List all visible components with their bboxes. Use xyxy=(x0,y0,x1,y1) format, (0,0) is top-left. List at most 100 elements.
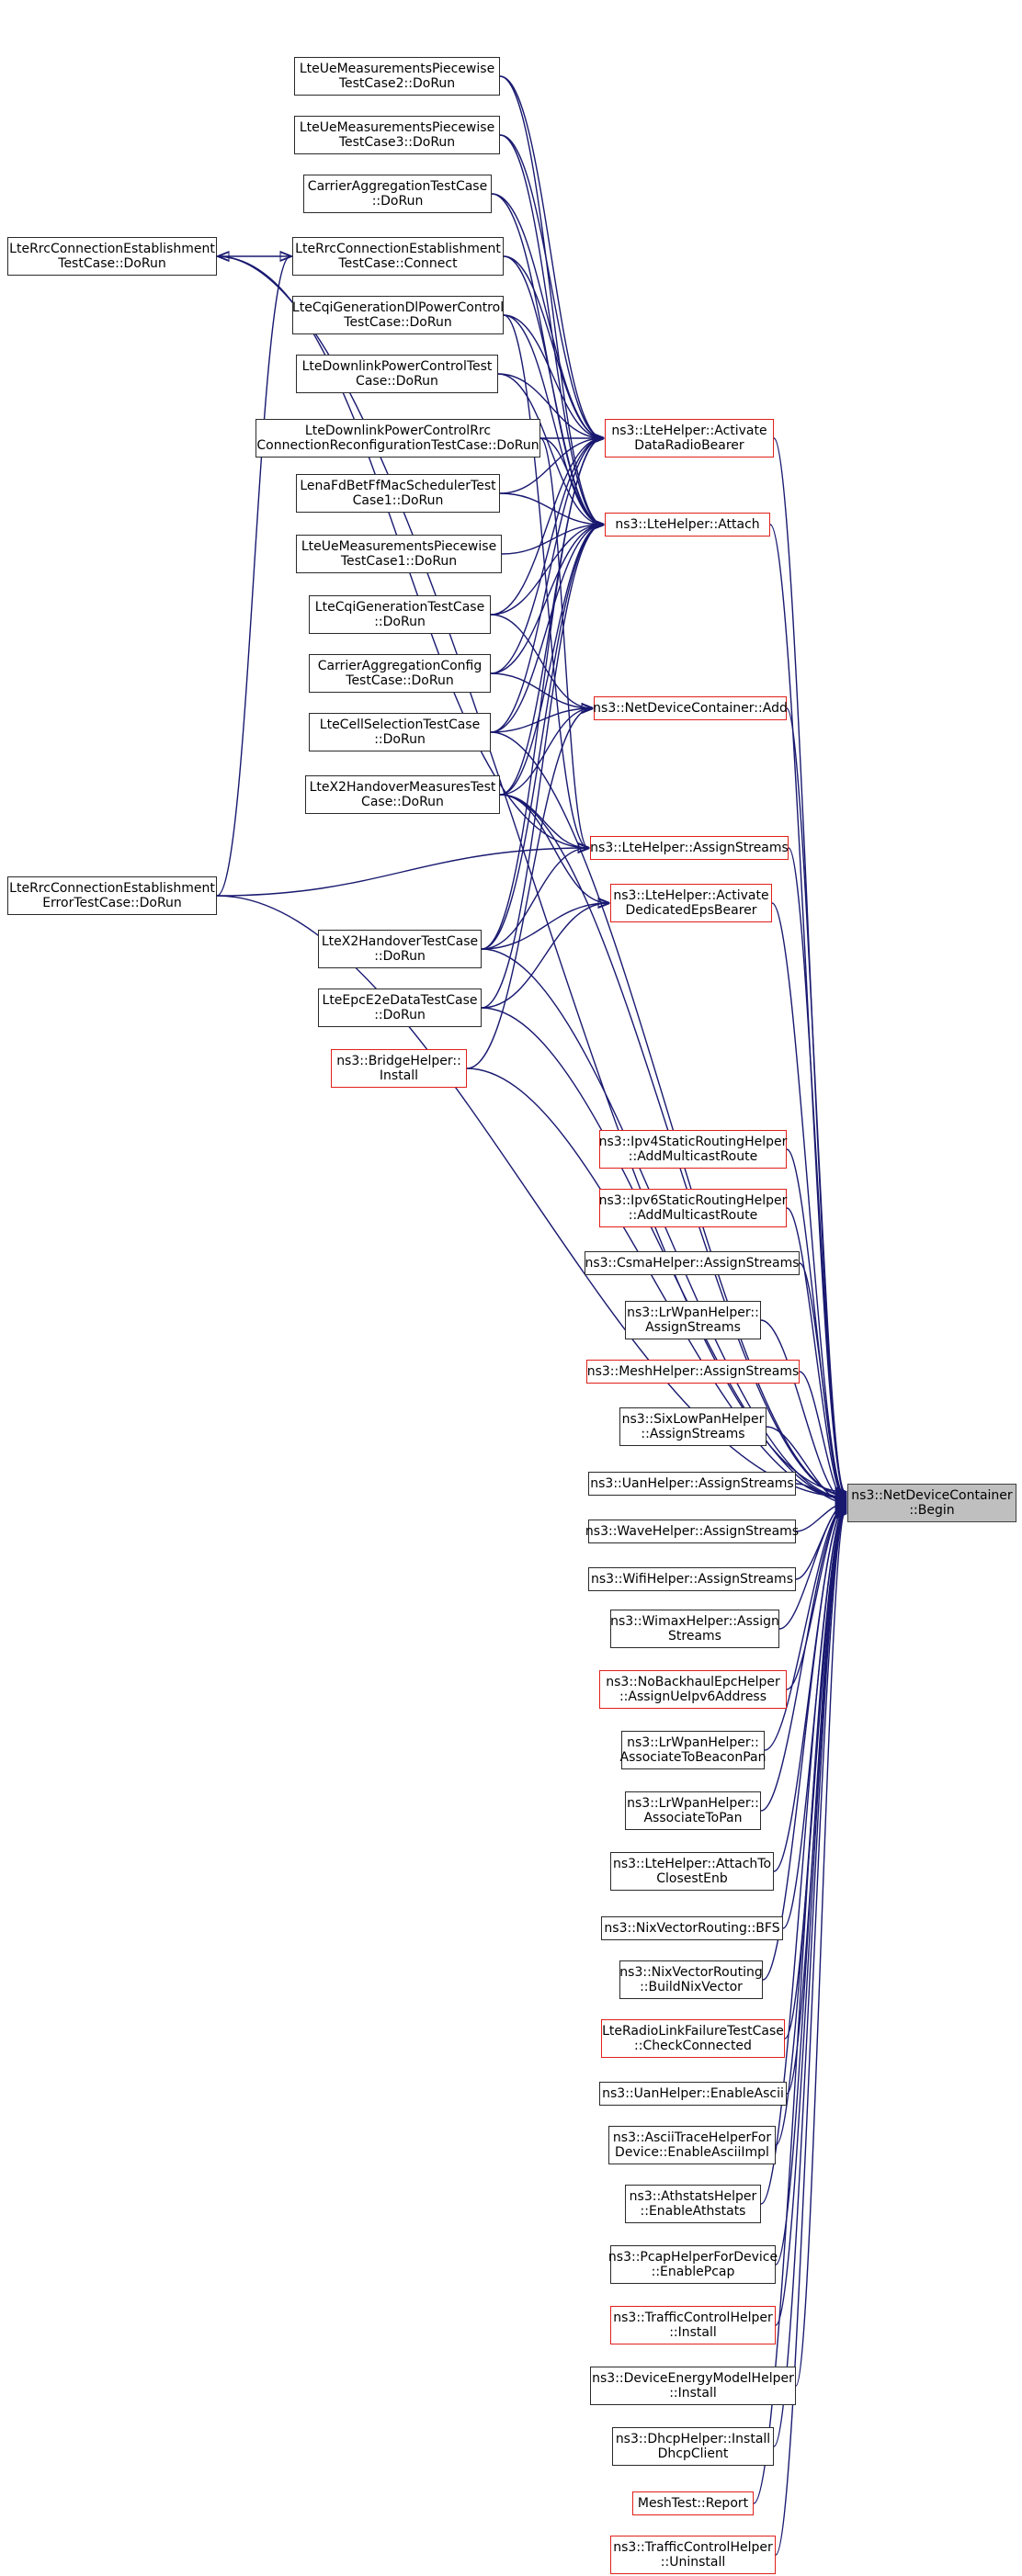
node-uanAscii[interactable]: ns3::UanHelper::EnableAscii xyxy=(599,2082,787,2106)
edge-rrcC-to-adrb xyxy=(503,255,603,438)
node-label-line: LteRrcConnectionEstablishment xyxy=(9,242,215,256)
node-bfs[interactable]: ns3::NixVectorRouting::BFS xyxy=(601,1916,783,1940)
node-label-line: ns3::UanHelper::EnableAscii xyxy=(602,2086,784,2101)
node-target[interactable]: ns3::NetDeviceContainer::Begin xyxy=(847,1484,1016,1522)
edge-lena-to-attach xyxy=(499,492,603,525)
node-uan[interactable]: ns3::UanHelper::AssignStreams xyxy=(588,1472,796,1496)
node-label-line: LteRrcConnectionEstablishment xyxy=(295,242,501,256)
node-label-line: Device::EnableAsciiImpl xyxy=(615,2145,769,2160)
node-label-line: TestCase::Connect xyxy=(338,256,458,271)
node-label-line: ns3::LrWpanHelper:: xyxy=(627,1796,759,1811)
node-label-line: ns3::TrafficControlHelper xyxy=(613,2310,773,2325)
node-pcap[interactable]: ns3::PcapHelperForDevice::EnablePcap xyxy=(608,2245,778,2284)
node-label-line: ::DoRun xyxy=(374,1008,426,1022)
node-csma[interactable]: ns3::CsmaHelper::AssignStreams xyxy=(585,1251,800,1275)
edge-lrAS-to-target xyxy=(760,1319,846,1501)
node-label-line: LteDownlinkPowerControlTest xyxy=(301,359,493,374)
node-ipv6[interactable]: ns3::Ipv6StaticRoutingHelper::AddMultica… xyxy=(599,1189,787,1227)
node-attach[interactable]: ns3::LteHelper::Attach xyxy=(605,513,770,537)
node-wave[interactable]: ns3::WaveHelper::AssignStreams xyxy=(585,1520,799,1543)
node-label-line: ns3::NetDeviceContainer xyxy=(851,1488,1013,1503)
node-label-line: LteX2HandoverTestCase xyxy=(321,934,479,949)
node-dem[interactable]: ns3::DeviceEnergyModelHelper::Install xyxy=(590,2367,796,2405)
edge-bridge-to-ndcAdd xyxy=(466,708,592,1069)
node-label-line: LteCqiGenerationDlPowerControl xyxy=(291,300,505,315)
node-epc[interactable]: LteEpcE2eDataTestCase::DoRun xyxy=(318,989,482,1027)
node-tcU[interactable]: ns3::TrafficControlHelper::Uninstall xyxy=(610,2536,776,2574)
node-lrAS[interactable]: ns3::LrWpanHelper::AssignStreams xyxy=(625,1301,761,1339)
node-cat[interactable]: CarrierAggregationTestCase::DoRun xyxy=(303,175,492,213)
node-lrBP[interactable]: ns3::LrWpanHelper::AssociateToBeaconPan xyxy=(620,1731,766,1769)
edge-s1-to-attach xyxy=(501,525,603,555)
node-label-line: LteRrcConnectionEstablishment xyxy=(9,881,215,896)
node-label-line: LteRadioLinkFailureTestCase xyxy=(602,2024,784,2039)
node-label-line: ns3::LteHelper::AssignStreams xyxy=(590,841,789,855)
node-lteAS[interactable]: ns3::LteHelper::AssignStreams xyxy=(590,836,789,860)
node-label-line: TestCase2::DoRun xyxy=(338,76,456,91)
node-label-line: ns3::CsmaHelper::AssignStreams xyxy=(585,1256,800,1271)
node-mesh[interactable]: ns3::MeshHelper::AssignStreams xyxy=(586,1360,800,1384)
node-label-line: ::Install xyxy=(669,2386,717,2401)
node-nix[interactable]: ns3::NixVectorRouting::BuildNixVector xyxy=(619,1960,763,1999)
node-six[interactable]: ns3::SixLowPanHelper::AssignStreams xyxy=(619,1407,766,1446)
node-label-line: ns3::SixLowPanHelper xyxy=(621,1412,765,1427)
node-ath[interactable]: ns3::AthstatsHelper::EnableAthstats xyxy=(625,2185,761,2223)
node-ndcAdd[interactable]: ns3::NetDeviceContainer::Add xyxy=(593,696,788,720)
node-cell[interactable]: LteCellSelectionTestCase::DoRun xyxy=(309,713,491,751)
node-label-line: ::EnableAthstats xyxy=(640,2204,746,2219)
node-label-line: ErrorTestCase::DoRun xyxy=(42,896,182,910)
node-label-line: ::Begin xyxy=(909,1503,955,1518)
node-ipv4[interactable]: ns3::Ipv4StaticRoutingHelper::AddMultica… xyxy=(599,1130,787,1169)
edge-lteAS-to-target xyxy=(788,847,846,1497)
node-label-line: Case::DoRun xyxy=(361,795,444,809)
node-wifi[interactable]: ns3::WifiHelper::AssignStreams xyxy=(588,1567,796,1591)
node-label-line: ns3::DeviceEnergyModelHelper xyxy=(592,2371,794,2386)
edge-x2-to-adeb xyxy=(481,903,608,950)
node-label-line: LteUeMeasurementsPiecewise xyxy=(299,62,495,76)
node-tcI[interactable]: ns3::TrafficControlHelper::Install xyxy=(610,2306,776,2344)
edge-cqiDl-to-lteAS xyxy=(503,314,588,848)
node-bridge[interactable]: ns3::BridgeHelper::Install xyxy=(331,1049,467,1088)
edge-cqi-to-ndcAdd xyxy=(490,614,592,708)
node-label-line: ns3::BridgeHelper:: xyxy=(336,1054,461,1068)
edge-dem-to-target xyxy=(795,1512,846,2387)
node-label-line: TestCase3::DoRun xyxy=(338,135,456,150)
edge-tcI-to-target xyxy=(775,1511,846,2326)
node-rlf[interactable]: LteRadioLinkFailureTestCase::CheckConnec… xyxy=(601,2019,785,2058)
node-label-line: DhcpClient xyxy=(657,2446,729,2461)
node-label-line: ns3::DhcpHelper::Install xyxy=(615,2432,771,2446)
node-label-line: ns3::WimaxHelper::Assign xyxy=(610,1614,779,1629)
node-mesh2[interactable]: MeshTest::Report xyxy=(632,2491,754,2515)
node-label-line: MeshTest::Report xyxy=(637,2496,749,2511)
node-lrP[interactable]: ns3::LrWpanHelper::AssociateToPan xyxy=(625,1791,761,1830)
node-label-line: ::DoRun xyxy=(371,194,424,209)
node-label-line: ns3::Ipv6StaticRoutingHelper xyxy=(598,1193,788,1208)
edge-cell-to-ndcAdd xyxy=(490,708,592,733)
node-nobh[interactable]: ns3::NoBackhaulEpcHelper::AssignUeIpv6Ad… xyxy=(599,1670,787,1709)
node-label-line: ns3::LrWpanHelper:: xyxy=(627,1735,759,1750)
node-x2[interactable]: LteX2HandoverTestCase::DoRun xyxy=(318,930,482,968)
edge-x2m-to-attach xyxy=(499,525,603,796)
edge-ndcAdd-to-target xyxy=(786,707,846,1495)
node-label-line: AssociateToPan xyxy=(643,1811,743,1825)
node-cqi[interactable]: LteCqiGenerationTestCase::DoRun xyxy=(309,595,491,634)
